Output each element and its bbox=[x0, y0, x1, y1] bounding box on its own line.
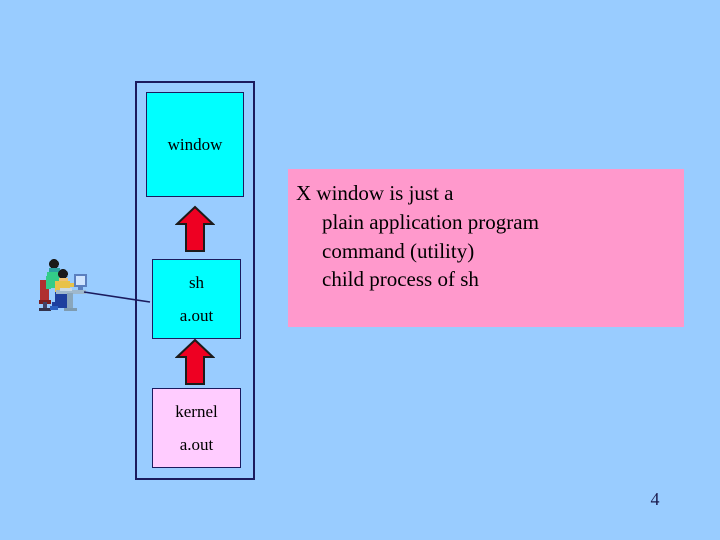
diagram-box-window[interactable]: window bbox=[146, 92, 244, 197]
user-to-stack-connector bbox=[82, 286, 152, 310]
callout-line-2: plain application program bbox=[322, 209, 539, 234]
box-sh-label-2: a.out bbox=[179, 306, 214, 325]
arrow-to-window-icon bbox=[174, 205, 216, 253]
page-number: 4 bbox=[650, 489, 660, 509]
box-kernel-label-2: a.out bbox=[179, 435, 214, 454]
callout-line-4: child process of sh bbox=[322, 267, 479, 292]
callout-panel: X window is just a plain application pro… bbox=[288, 169, 684, 327]
callout-line-3: command (utility) bbox=[322, 238, 475, 263]
diagram-box-kernel[interactable]: kernel a.out bbox=[152, 388, 241, 468]
box-sh-label-1: sh bbox=[188, 273, 205, 292]
box-window-label: window bbox=[167, 135, 223, 154]
box-kernel-label-1: kernel bbox=[175, 402, 218, 421]
diagram-box-sh[interactable]: sh a.out bbox=[152, 259, 241, 339]
person-at-computer-icon bbox=[36, 252, 88, 314]
callout-line-1: X window is just a bbox=[296, 181, 454, 205]
arrow-to-sh-icon bbox=[174, 338, 216, 386]
process-stack-frame bbox=[135, 81, 255, 480]
